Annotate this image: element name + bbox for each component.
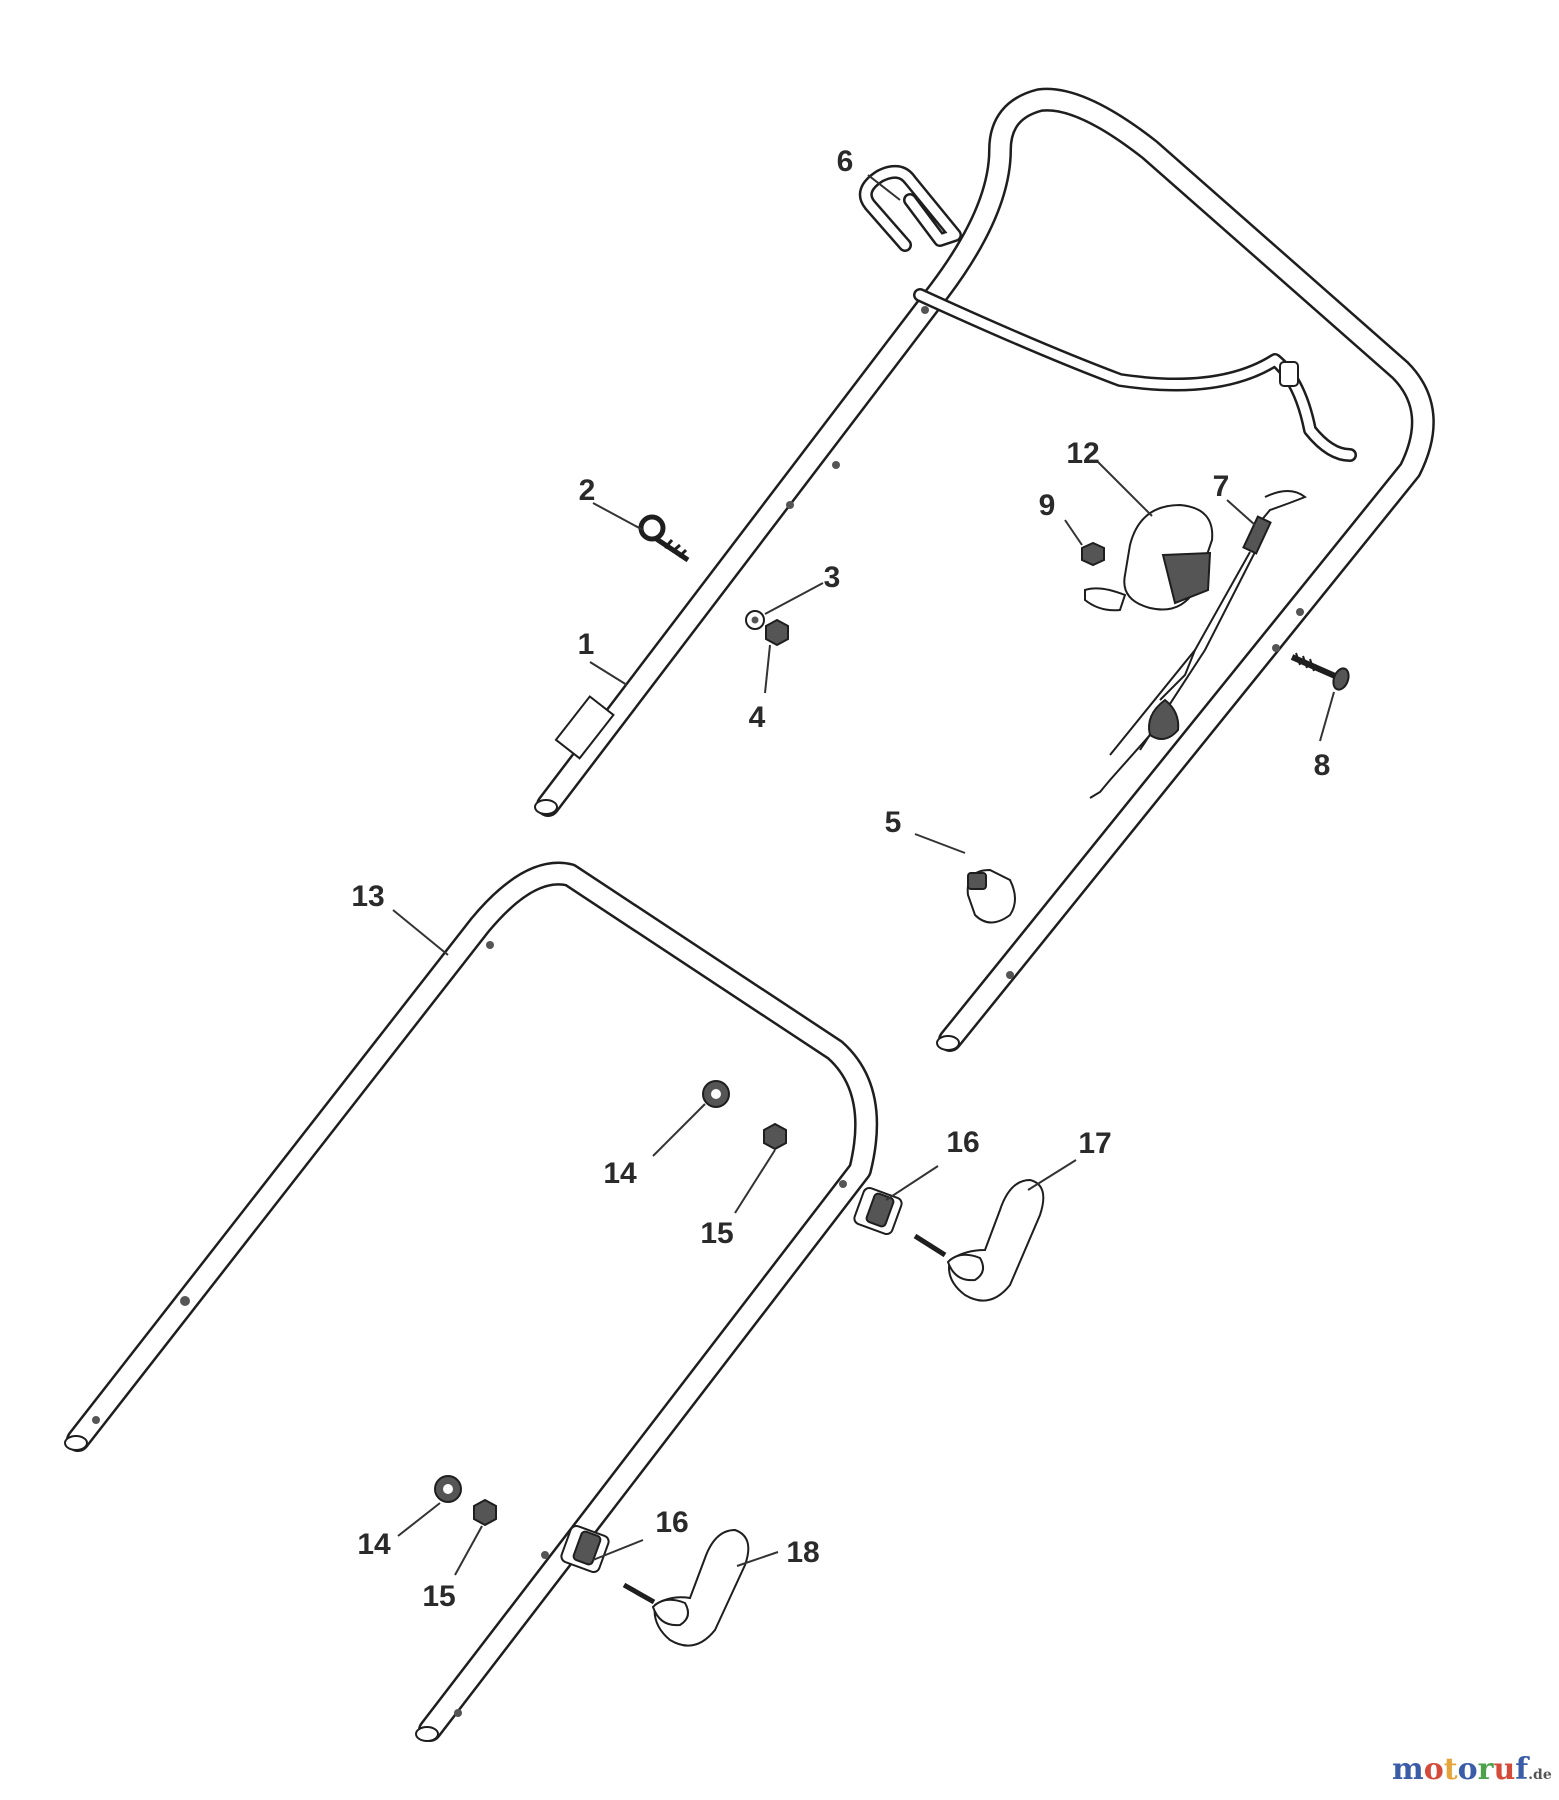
logo-letter: f bbox=[1515, 1752, 1529, 1787]
label-3: 3 bbox=[824, 561, 841, 594]
eye-bolt bbox=[638, 514, 690, 563]
label-2: 2 bbox=[579, 474, 596, 507]
label-15-upper: 15 bbox=[700, 1217, 733, 1250]
logo-letter: m bbox=[1392, 1752, 1424, 1787]
label-6: 6 bbox=[837, 145, 854, 178]
part-numbers: 2 1 3 4 5 6 7 8 9 12 13 14 15 16 17 14 1… bbox=[351, 145, 1330, 1613]
leader-lines bbox=[392, 174, 1335, 1576]
label-18: 18 bbox=[786, 1536, 819, 1569]
label-4: 4 bbox=[749, 701, 766, 734]
nut-15-lower bbox=[473, 1498, 497, 1527]
motoruf-logo: motoruf.de bbox=[1392, 1752, 1552, 1787]
handle-knob-18 bbox=[622, 1528, 750, 1647]
label-16-upper: 16 bbox=[946, 1126, 979, 1159]
label-8: 8 bbox=[1314, 749, 1331, 782]
upper-handle bbox=[534, 87, 1435, 1052]
logo-suffix: .de bbox=[1528, 1767, 1552, 1783]
label-13: 13 bbox=[351, 880, 384, 913]
cable bbox=[1089, 490, 1307, 799]
nut-4 bbox=[765, 618, 789, 647]
throttle-lever bbox=[1084, 503, 1214, 612]
label-14-upper: 14 bbox=[603, 1157, 637, 1190]
label-5: 5 bbox=[885, 806, 902, 839]
logo-letter: u bbox=[1493, 1752, 1516, 1787]
bolt-8 bbox=[1290, 652, 1350, 691]
logo-letter: r bbox=[1477, 1752, 1494, 1787]
label-14-lower: 14 bbox=[357, 1528, 391, 1561]
bail-bar bbox=[858, 164, 1357, 462]
nut-15-upper bbox=[763, 1122, 787, 1151]
logo-letter: o bbox=[1423, 1752, 1444, 1787]
nut-9 bbox=[1081, 541, 1105, 567]
label-12: 12 bbox=[1066, 437, 1099, 470]
bushing-16-lower bbox=[560, 1524, 610, 1574]
label-16-lower: 16 bbox=[655, 1506, 688, 1539]
label-7: 7 bbox=[1213, 470, 1230, 503]
logo-letter: o bbox=[1457, 1752, 1478, 1787]
lower-handle bbox=[64, 861, 879, 1742]
handle-knob-17 bbox=[913, 1178, 1045, 1302]
bushing-16-upper bbox=[853, 1186, 903, 1236]
label-17: 17 bbox=[1078, 1127, 1111, 1160]
label-9: 9 bbox=[1039, 489, 1056, 522]
label-15-lower: 15 bbox=[422, 1580, 455, 1613]
label-1: 1 bbox=[578, 628, 595, 661]
logo-letter: t bbox=[1443, 1752, 1458, 1787]
cable-clip bbox=[966, 868, 1016, 924]
